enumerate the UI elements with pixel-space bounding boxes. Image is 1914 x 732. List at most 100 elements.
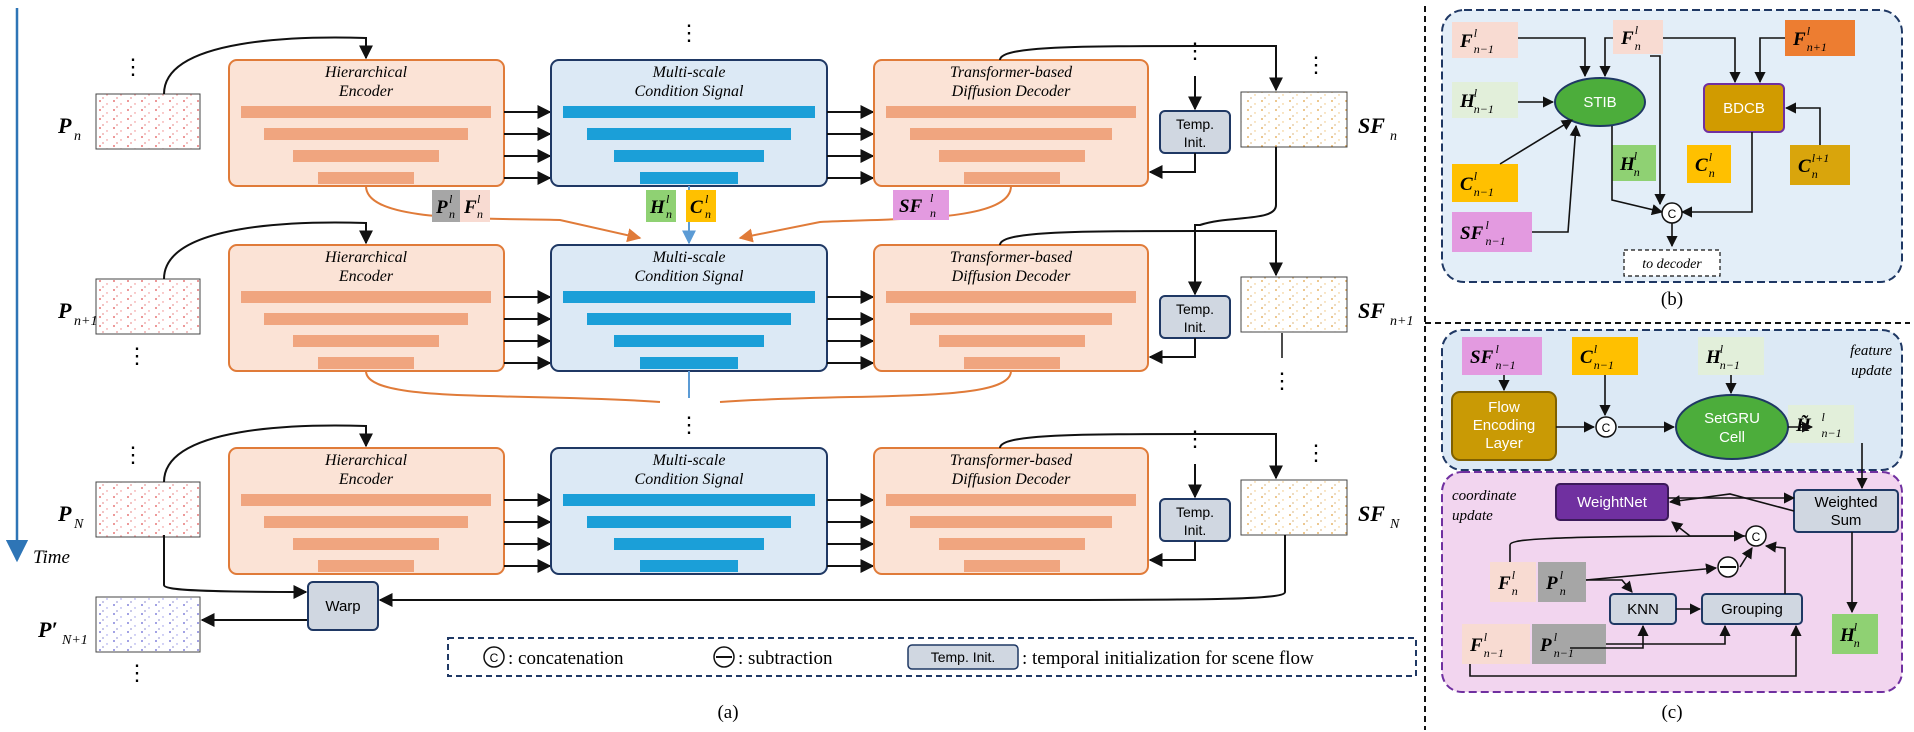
svg-text:STIB: STIB [1583, 94, 1616, 111]
svg-text:SF: SF [1460, 223, 1484, 244]
to-decoder-box: to decoder [1623, 249, 1721, 277]
ellipsis: ⋮ [126, 343, 148, 368]
svg-text:SetGRU: SetGRU [1704, 410, 1760, 427]
concat-node-c2: C [1745, 525, 1767, 547]
svg-text:SF: SF [1358, 298, 1385, 323]
svg-text:n−1: n−1 [1554, 646, 1574, 660]
svg-text:Hierarchical: Hierarchical [324, 452, 408, 469]
svg-text:C: C [1695, 155, 1708, 176]
svg-text:N+1: N+1 [61, 633, 88, 648]
svg-text:P: P [1539, 635, 1552, 656]
svg-text:Encoder: Encoder [338, 471, 394, 488]
svg-text:l: l [1486, 218, 1490, 232]
concat-node-c1: C [1595, 416, 1617, 438]
svg-text:l: l [1484, 630, 1488, 644]
svg-text:P: P [57, 113, 72, 138]
scene-flow-thumbnail [1240, 276, 1348, 333]
svg-text:l: l [1709, 150, 1713, 164]
feature-tag-h: H l n [646, 190, 676, 222]
svg-text:P: P [435, 197, 448, 218]
svg-text:: temporal initialization for: : temporal initialization for scene flow [1022, 648, 1314, 669]
temporal-init-box: Temp.Init. [1159, 110, 1231, 154]
panel-b-background [1441, 9, 1903, 283]
svg-text:Warp: Warp [325, 598, 360, 615]
svg-text:l: l [1474, 86, 1478, 100]
svg-text:C: C [1798, 156, 1811, 177]
svg-text:N: N [73, 517, 84, 532]
svg-text:l: l [477, 192, 481, 206]
scene-flow-thumbnail [1240, 91, 1348, 148]
grouping-block: Grouping [1701, 593, 1803, 625]
svg-text:n: n [1560, 584, 1566, 598]
svg-text:l: l [1496, 342, 1500, 356]
svg-text:P: P [57, 298, 72, 323]
svg-text:C: C [1580, 347, 1593, 368]
tag-h-tilde: H̃ln−1 [1788, 405, 1854, 443]
svg-text:update: update [1851, 363, 1892, 379]
svg-text:l: l [705, 192, 709, 206]
svg-text:H: H [1619, 154, 1636, 175]
svg-text:l: l [1634, 149, 1638, 163]
svg-text:Weighted: Weighted [1814, 494, 1877, 511]
svg-text:C: C [1602, 421, 1611, 435]
svg-text:n: n [1812, 167, 1818, 181]
svg-text:n−1: n−1 [1594, 358, 1614, 372]
input-point-cloud-thumbnail [95, 481, 201, 538]
svg-text:n: n [477, 207, 483, 221]
ellipsis-bottom: ⋮ [126, 660, 148, 685]
svg-text:l: l [449, 192, 453, 206]
svg-text:SF: SF [1358, 501, 1385, 526]
svg-text:l: l [1822, 410, 1826, 424]
svg-text:n: n [74, 129, 81, 144]
svg-text:update: update [1452, 508, 1493, 524]
svg-text:n: n [930, 206, 936, 220]
scene-flow-thumbnail [1240, 479, 1348, 536]
svg-text:Transformer-based: Transformer-based [950, 452, 1073, 469]
svg-text:P′: P′ [37, 617, 58, 642]
ellipsis: ⋮ [1271, 368, 1293, 393]
svg-text:n−1: n−1 [1474, 185, 1494, 199]
caption-c: (c) [1661, 702, 1682, 723]
svg-text:n−1: n−1 [1496, 358, 1516, 372]
svg-text:Temp.: Temp. [1176, 116, 1214, 132]
svg-text:l: l [1560, 568, 1564, 582]
tag-h-prev: Hln−1 [1452, 82, 1518, 118]
ellipsis: ⋮ [1184, 38, 1206, 63]
svg-text:: subtraction: : subtraction [738, 648, 833, 669]
svg-text:C: C [490, 651, 499, 665]
svg-text:F: F [1497, 573, 1511, 594]
svg-text:Init.: Init. [1184, 522, 1207, 538]
svg-text:KNN: KNN [1627, 601, 1659, 618]
svg-text:Sum: Sum [1831, 512, 1862, 529]
input-point-cloud-thumbnail [95, 278, 201, 335]
svg-text:H: H [649, 197, 666, 218]
caption-a: (a) [717, 702, 738, 723]
svg-text:l: l [1854, 620, 1858, 634]
svg-text:F: F [1792, 29, 1806, 50]
svg-text:n−1: n−1 [1484, 646, 1504, 660]
caption-b: (b) [1661, 289, 1683, 310]
svg-text:SF: SF [1470, 347, 1494, 368]
svg-text:Layer: Layer [1485, 435, 1523, 452]
svg-text:l: l [1554, 630, 1558, 644]
svg-text:Grouping: Grouping [1721, 601, 1783, 618]
